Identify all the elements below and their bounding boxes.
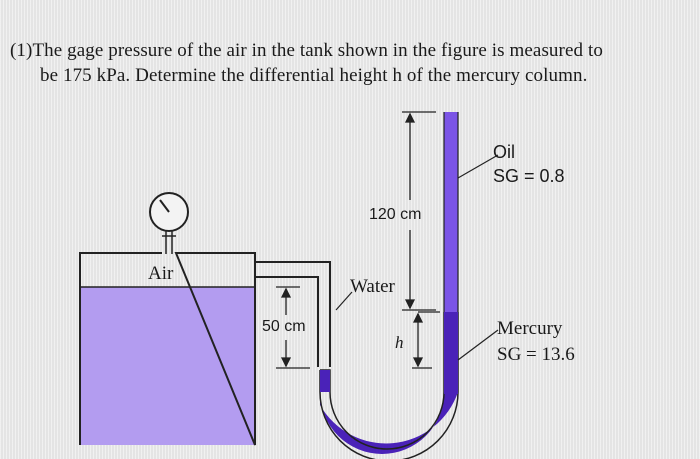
water-label: Water <box>350 276 395 297</box>
tank <box>79 252 256 446</box>
air-label: Air <box>148 263 174 284</box>
height-120-label: 120 cm <box>369 206 422 223</box>
mercury-right-leg <box>444 312 458 394</box>
oil-leader-line <box>457 154 499 179</box>
oil-label: Oil <box>493 142 515 162</box>
mercury-leader-line <box>457 329 499 361</box>
problem-statement: (1)The gage pressure of the air in the t… <box>10 38 690 88</box>
connecting-pipe <box>255 261 331 367</box>
u-tube-inner-wall <box>320 312 445 450</box>
dimension-50cm <box>276 286 310 369</box>
h-label: h <box>395 333 404 352</box>
tank-fluid <box>80 287 255 445</box>
dimension-h <box>412 311 440 369</box>
oil-column <box>444 112 458 312</box>
oil-sg-label: SG = 0.8 <box>493 166 565 186</box>
dimension-120cm <box>402 111 436 311</box>
water-leader-line <box>335 291 353 311</box>
u-tube-outer-wall <box>319 312 459 459</box>
height-50-label: 50 cm <box>262 318 306 335</box>
mercury-label: Mercury <box>497 318 563 339</box>
problem-line-2: be 175 kPa. Determine the differential h… <box>40 65 588 86</box>
mercury-left-leg <box>320 370 330 392</box>
mercury-u-bend <box>320 312 458 454</box>
tank-outline <box>79 252 256 446</box>
problem-line-1: (1)The gage pressure of the air in the t… <box>10 40 603 61</box>
mercury-sg-label: SG = 13.6 <box>497 344 575 365</box>
pressure-gauge-icon <box>149 192 189 254</box>
